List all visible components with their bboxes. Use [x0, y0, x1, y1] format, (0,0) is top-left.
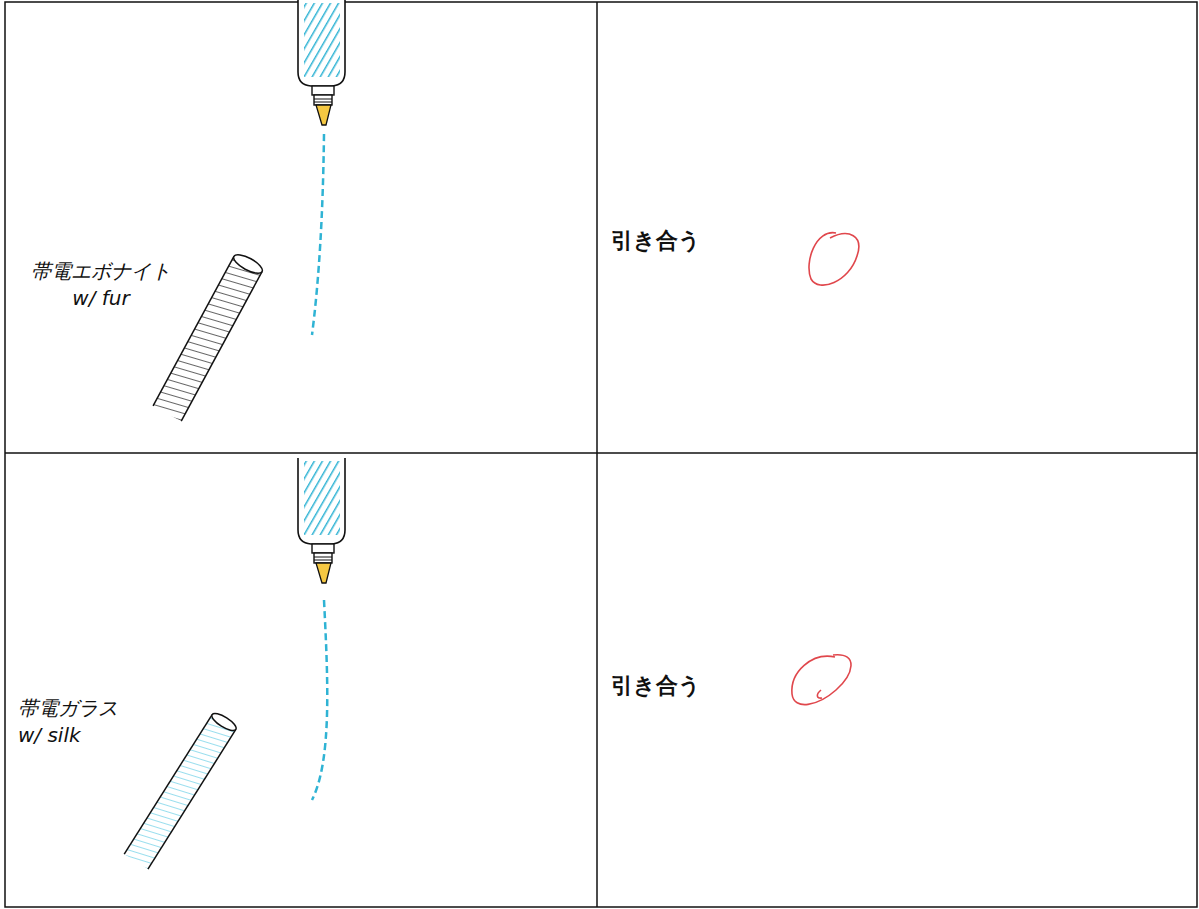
wash-bottle: [298, 0, 345, 125]
table-border: [5, 2, 1197, 907]
glass-rod: [124, 710, 238, 869]
correct-mark: [809, 233, 859, 285]
result-label: 引き合う: [611, 227, 811, 255]
table-rule: [5, 452, 1197, 454]
rod-label: 帯電ガラス w/ silk: [18, 695, 133, 749]
wash-bottle: [298, 458, 345, 583]
rod-label: 帯電エボナイト w/ fur: [26, 258, 176, 312]
correct-mark: [792, 655, 851, 705]
table-rule: [596, 2, 598, 907]
result-label: 引き合う: [611, 672, 811, 700]
water-stream: [312, 600, 327, 800]
water-stream: [312, 134, 324, 335]
